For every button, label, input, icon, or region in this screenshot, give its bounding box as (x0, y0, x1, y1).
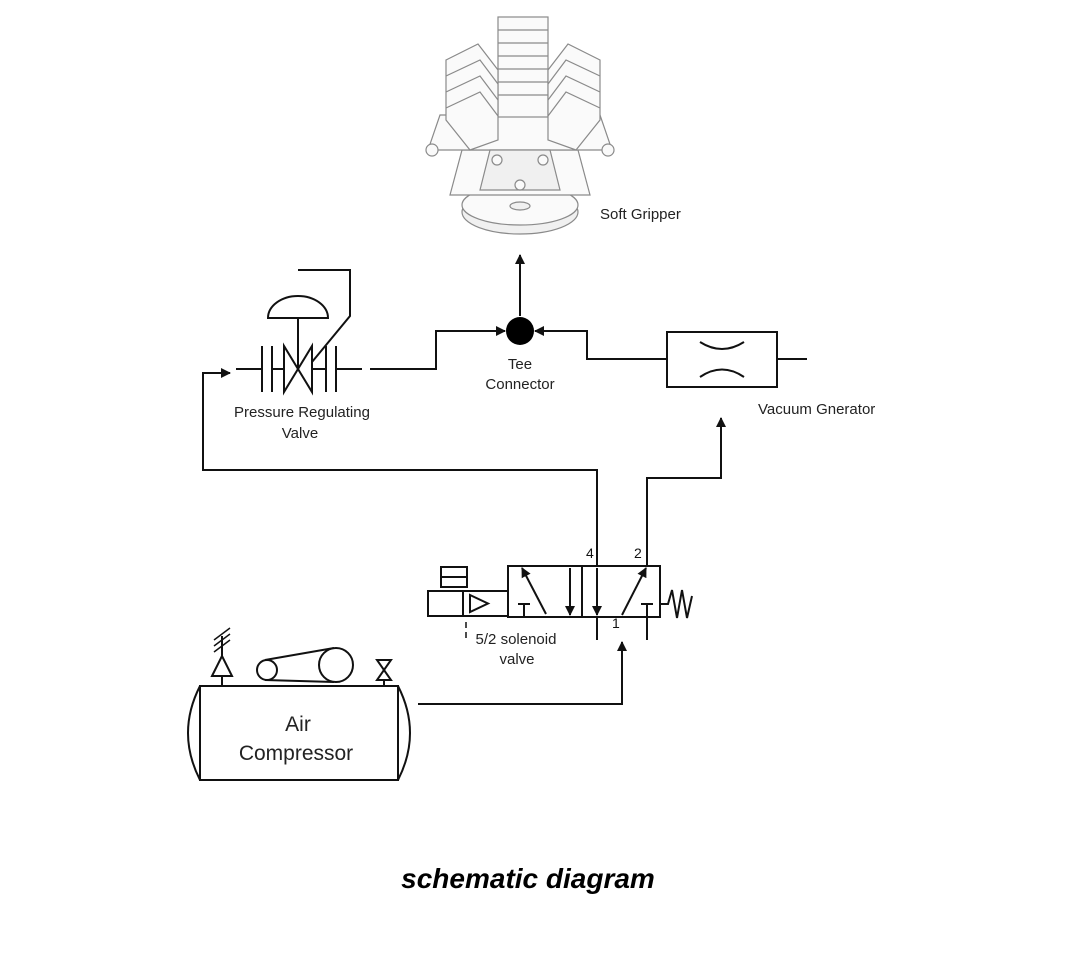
soft-gripper-illustration (425, 16, 615, 235)
vacuum-generator-symbol (666, 331, 807, 388)
port-2-label: 2 (634, 545, 642, 561)
pressure-valve-label-line1: Pressure Regulating (234, 404, 370, 421)
compressor-to-port1-line (418, 641, 627, 705)
tee-connector-node (506, 317, 534, 345)
port-4-label: 4 (586, 545, 594, 561)
air-compressor-symbol (187, 627, 411, 781)
tee-connector-label-line2: Connector (485, 376, 554, 393)
pressure-valve-label-line2: Valve (282, 425, 318, 442)
pressure-regulating-valve-symbol (236, 269, 362, 396)
solenoid-valve-label-line1: 5/2 solenoid (476, 631, 557, 648)
port-1-label: 1 (612, 615, 620, 631)
air-compressor-label-line2: Compressor (239, 742, 353, 765)
soft-gripper-label: Soft Gripper (600, 206, 681, 223)
diagram-caption: schematic diagram (401, 863, 655, 894)
port2-to-vacuum-line (646, 417, 726, 566)
tee-connector-label-line1: Tee (508, 356, 532, 373)
valve-to-tee-line (370, 326, 506, 370)
vacuum-generator-label: Vacuum Gnerator (758, 401, 875, 418)
vacuum-to-tee-line (534, 326, 667, 360)
solenoid-valve-label-line2: valve (499, 651, 534, 668)
port4-to-pressure-valve-line (202, 368, 598, 566)
air-compressor-label-line1: Air (285, 713, 311, 736)
solenoid-valve-symbol (427, 565, 693, 640)
